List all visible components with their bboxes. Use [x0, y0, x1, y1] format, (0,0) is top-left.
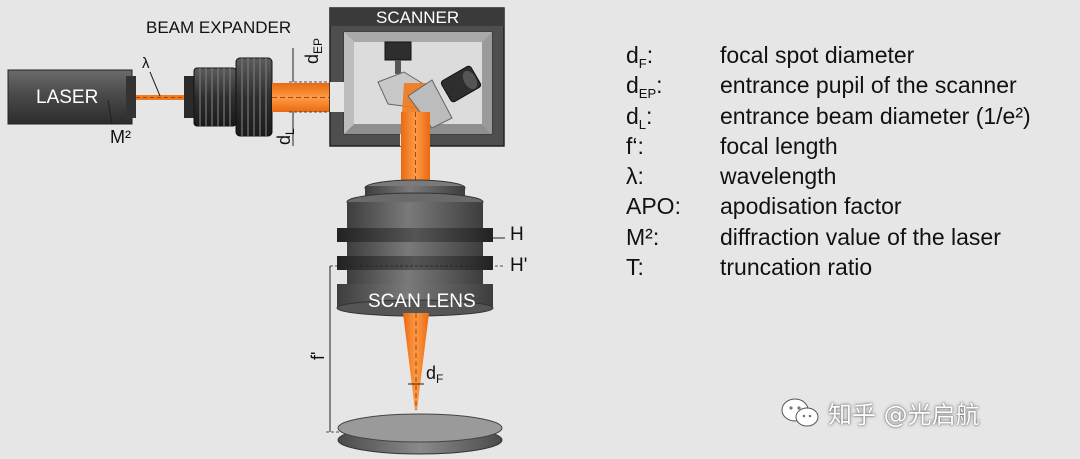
scan-lens-label: SCAN LENS — [368, 291, 476, 312]
m2-label: M² — [110, 127, 131, 147]
legend-row: M²: diffraction value of the laser — [626, 222, 1031, 252]
legend-description: focal length — [720, 132, 838, 159]
laser-body — [7, 69, 136, 125]
legend-description: apodisation factor — [720, 193, 902, 220]
m2-leader — [107, 99, 113, 125]
legend-symbol: APO: — [626, 193, 681, 220]
legend-description: entrance beam diameter (1/e²) — [720, 102, 1031, 129]
legend-row: APO: apodisation factor — [626, 191, 1031, 221]
lambda-leader — [149, 71, 161, 97]
legend-symbol: dL: — [626, 102, 653, 132]
legend-symbol: λ: — [626, 163, 644, 190]
legend-row: λ: wavelength — [626, 161, 1031, 191]
watermark-text: 知乎 @光启航 — [828, 401, 980, 429]
legend-description: truncation ratio — [720, 254, 873, 281]
d-l-label: dL — [274, 128, 297, 145]
laser-label: LASER — [36, 87, 98, 108]
legend: dF: focal spot diameter dEP: entrance pupil… — [626, 40, 1031, 282]
legend-symbol: dF: — [626, 42, 654, 71]
galvo-motor-side — [440, 65, 482, 103]
legend-description: entrance pupil of the scanner — [720, 72, 1017, 99]
lambda-label: λ — [142, 55, 150, 72]
legend-symbol: f‘: — [626, 132, 644, 159]
galvo-motor-top — [384, 41, 412, 74]
legend-description: wavelength — [720, 163, 837, 190]
h-label: H — [510, 224, 524, 245]
d-ep-label: dEP — [302, 38, 325, 64]
legend-row: dL: entrance beam diameter (1/e²) — [626, 101, 1031, 132]
laser-beam — [136, 95, 188, 100]
legend-symbol: M²: — [626, 223, 660, 250]
legend-symbol: dEP: — [626, 72, 663, 102]
legend-row: dEP: entrance pupil of the scanner — [626, 70, 1031, 102]
legend-symbol: T: — [626, 254, 644, 281]
watermark: 知乎 @光启航 — [780, 395, 980, 430]
wechat-icon — [780, 396, 820, 430]
legend-row: dF: focal spot diameter — [626, 40, 1031, 71]
legend-description: diffraction value of the laser — [720, 223, 1001, 250]
f-label: f' — [308, 352, 328, 360]
legend-row: f‘: focal length — [626, 131, 1031, 161]
legend-row: T: truncation ratio — [626, 252, 1031, 282]
beam-expander-label: BEAM EXPANDER — [146, 18, 291, 37]
scanner-label: SCANNER — [376, 8, 459, 27]
legend-description: focal spot diameter — [720, 42, 915, 68]
d-f-label: dF — [426, 363, 443, 386]
scan-lens — [336, 179, 494, 317]
beam-expander — [184, 57, 273, 137]
workpiece-plate — [337, 413, 503, 455]
h-prime-label: H' — [510, 255, 527, 276]
